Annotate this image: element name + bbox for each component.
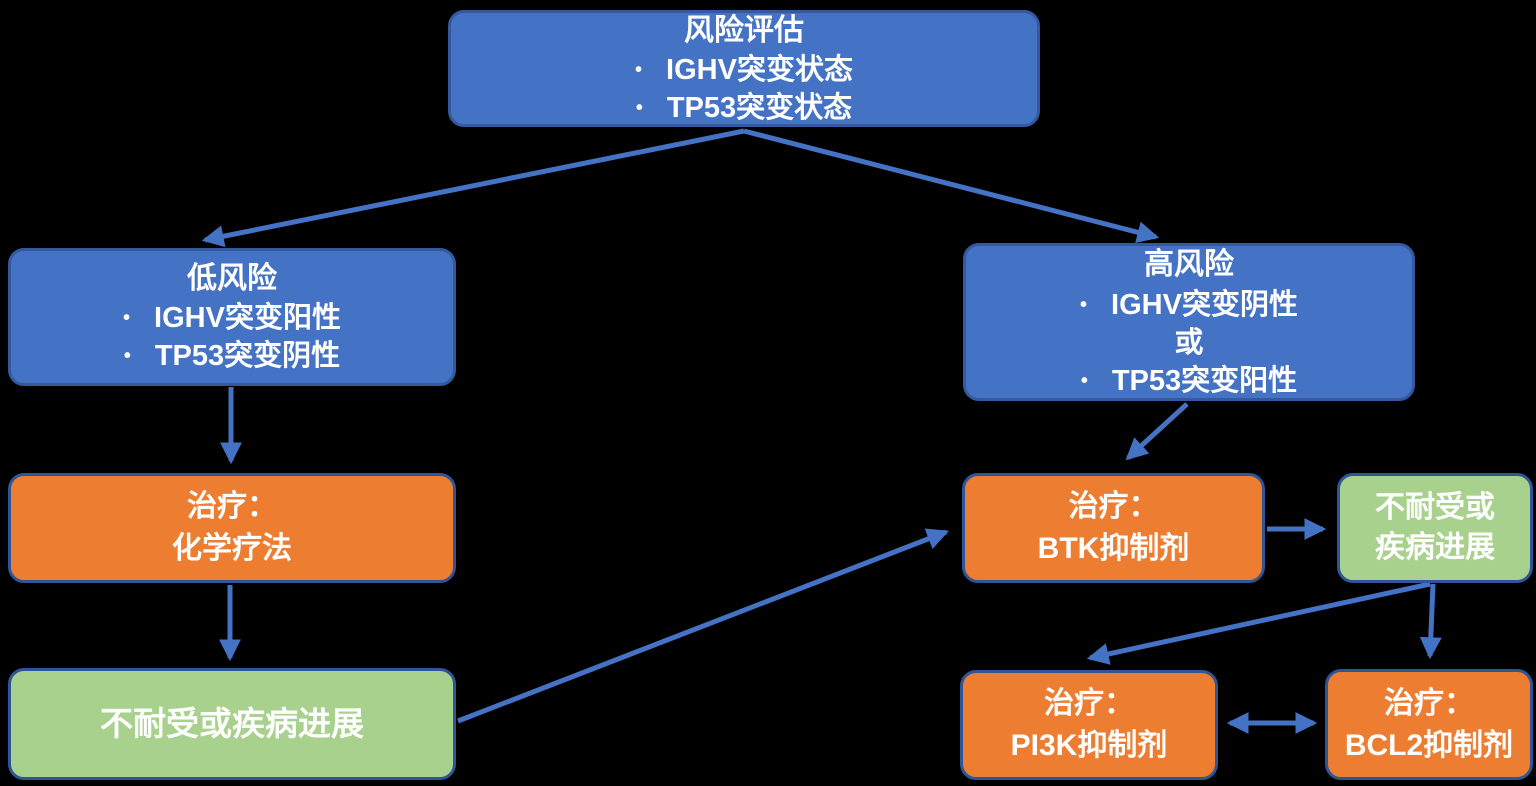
bullet-item: • IGHV突变阴性 (1080, 286, 1298, 324)
node-title: 风险评估 (684, 13, 804, 47)
node-low-risk: 低风险 • IGHV突变阳性 • TP53突变阴性 (8, 248, 456, 386)
bullet-icon: • (1080, 294, 1088, 316)
arrow-risk-to-high (743, 128, 1160, 243)
bullet-icon: • (1080, 370, 1088, 392)
node-line2: 疾病进展 (1375, 531, 1495, 564)
node-line2: 化学疗法 (172, 532, 292, 565)
node-line1: 治疗： (1044, 687, 1134, 720)
node-treatment-chemotherapy: 治疗： 化学疗法 (8, 473, 456, 583)
arrow-progression-right-to-pi3k (1086, 581, 1431, 665)
arrow-progression-right-to-bcl2 (1419, 583, 1442, 660)
node-treatment-bcl2-inhibitor: 治疗： BCL2抑制剂 (1325, 669, 1533, 780)
node-line1: 治疗： (187, 490, 277, 523)
bullet-text: TP53突变阳性 (1111, 365, 1298, 397)
bullet-text: TP53突变状态 (666, 91, 853, 124)
node-title: 高风险 (1144, 248, 1234, 281)
bullet-item: • IGHV突变阳性 (123, 299, 341, 337)
node-risk-assessment: 风险评估 • IGHV突变状态 • TP53突变状态 (448, 10, 1040, 127)
node-line2: BTK抑制剂 (1037, 532, 1190, 565)
node-high-risk: 高风险 • IGHV突变阴性 或 • TP53突变阳性 (963, 243, 1415, 401)
bullet-text: IGHV突变状态 (666, 53, 853, 86)
node-line1: 治疗： (1068, 490, 1159, 523)
bullet-item: • TP53突变阳性 (1081, 362, 1297, 400)
node-intolerance-progression-right: 不耐受或 疾病进展 (1337, 473, 1533, 583)
node-label: 不耐受或疾病进展 (100, 705, 364, 742)
bullet-icon: • (123, 345, 131, 367)
connector-text: 或 (1174, 327, 1204, 359)
node-line1: 治疗： (1384, 686, 1474, 720)
node-title: 低风险 (187, 262, 277, 295)
arrow-risk-to-low (201, 128, 745, 248)
arrow-progression-left-to-btk (457, 528, 950, 724)
bullet-item: • TP53突变阴性 (124, 337, 340, 375)
node-line2: BCL2抑制剂 (1344, 728, 1514, 762)
bullet-icon: • (635, 58, 643, 81)
bullet-item: • TP53突变状态 (636, 89, 852, 127)
bullet-item: • IGHV突变状态 (635, 51, 853, 89)
bullet-text: TP53突变阴性 (154, 340, 341, 372)
bullet-icon: • (123, 307, 131, 329)
bullet-icon: • (635, 96, 643, 119)
node-treatment-btk-inhibitor: 治疗： BTK抑制剂 (962, 473, 1265, 583)
node-line2: PI3K抑制剂 (1010, 729, 1168, 762)
arrow-high-to-btk (1125, 402, 1189, 461)
node-intolerance-progression-left: 不耐受或疾病进展 (8, 668, 456, 780)
bullet-text: IGHV突变阳性 (154, 302, 341, 334)
bullet-text: IGHV突变阴性 (1111, 289, 1298, 321)
node-treatment-pi3k-inhibitor: 治疗： PI3K抑制剂 (960, 670, 1218, 780)
node-line1: 不耐受或 (1375, 491, 1495, 524)
